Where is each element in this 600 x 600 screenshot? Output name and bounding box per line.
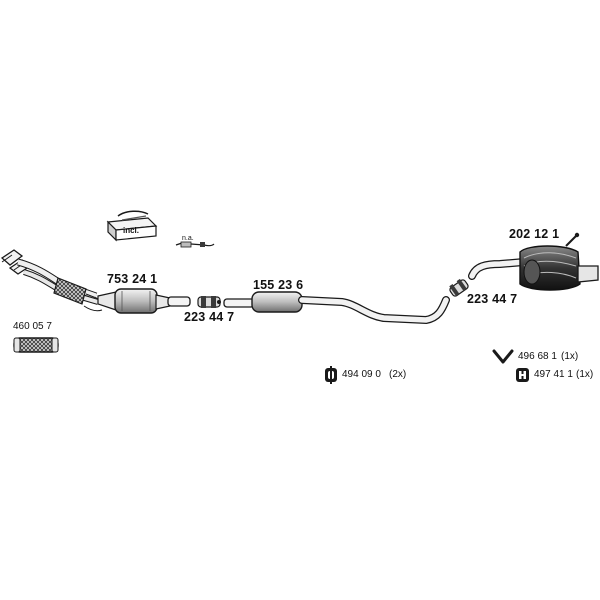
label-clamp-rear: 223 44 7 bbox=[467, 292, 518, 306]
label-rubber-mount-qty: (2x) bbox=[389, 369, 407, 380]
label-rear-silencer: 202 12 1 bbox=[509, 227, 560, 241]
middle-silencer-part bbox=[223, 291, 450, 325]
clamp-rear-part bbox=[449, 278, 469, 297]
front-pipe-part bbox=[17, 258, 105, 312]
label-mounting-kit-note: incl. bbox=[123, 226, 140, 235]
catalytic-converter-part bbox=[97, 288, 191, 314]
mounting-kit-box bbox=[106, 210, 158, 242]
lambda-sensor-icon bbox=[175, 241, 215, 248]
label-sensor-note: n.a. bbox=[182, 235, 194, 242]
label-rear-mount-qty: (1x) bbox=[576, 369, 594, 380]
label-front-pipe: 460 05 7 bbox=[13, 321, 52, 332]
label-middle-silencer: 155 23 6 bbox=[253, 278, 304, 292]
label-clamp-front: 223 44 7 bbox=[184, 310, 235, 324]
label-hanger: 496 68 1 bbox=[518, 351, 557, 362]
label-catalyst: 753 24 1 bbox=[107, 272, 158, 286]
rubber-ring-icon bbox=[325, 366, 337, 384]
flex-tube-part bbox=[13, 337, 59, 353]
label-hanger-qty: (1x) bbox=[561, 351, 579, 362]
label-rubber-mount: 494 09 0 bbox=[342, 369, 381, 380]
label-rear-mount: 497 41 1 bbox=[534, 369, 573, 380]
h-mount-icon bbox=[516, 368, 529, 382]
rear-silencer-part bbox=[468, 232, 599, 291]
clamp-front-part bbox=[197, 296, 221, 308]
v-hanger-icon bbox=[492, 349, 514, 364]
